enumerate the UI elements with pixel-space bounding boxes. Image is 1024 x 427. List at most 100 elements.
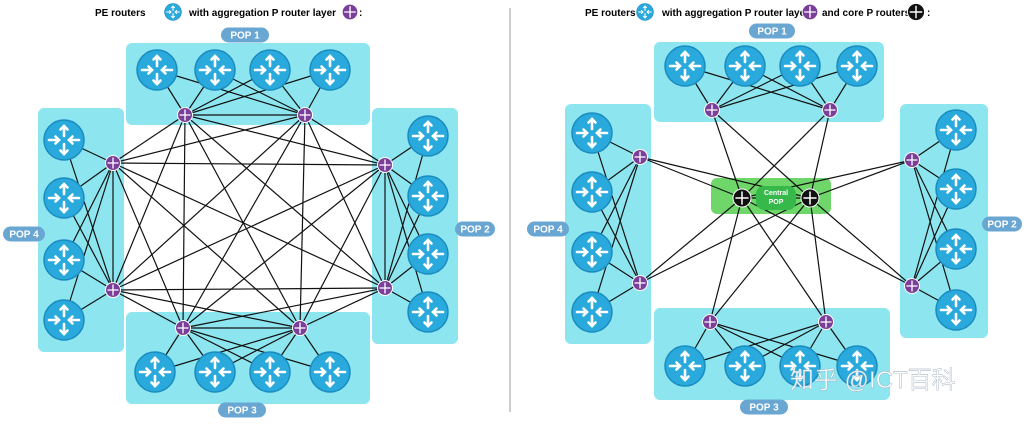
left-mesh-link bbox=[182, 287, 386, 329]
right-pop2-uplink bbox=[911, 159, 957, 311]
left-aggregation-p-router bbox=[174, 319, 192, 337]
right-pop1-label: POP 1 bbox=[749, 23, 795, 39]
right-pop4-label-text: POP 4 bbox=[533, 225, 563, 236]
left-mesh-link bbox=[304, 114, 386, 166]
right-pop1-pe-router bbox=[835, 44, 879, 88]
right-pop4-pe-router bbox=[570, 230, 614, 274]
left-mesh-link bbox=[299, 114, 306, 329]
left-pop1-pe-router bbox=[308, 48, 352, 92]
left-pop3-label-bg bbox=[218, 402, 266, 418]
central-pop-label-line2: POP bbox=[769, 199, 784, 206]
left-mesh-link bbox=[182, 114, 306, 329]
left-mesh-link bbox=[112, 114, 306, 164]
right-pop3-label-bg bbox=[740, 399, 788, 415]
left-pop2-label-text: POP 2 bbox=[460, 225, 490, 236]
right-legend-agg-text: with aggregation P router layer bbox=[661, 8, 809, 19]
right-core-link bbox=[809, 197, 827, 323]
right-pop3-pe-router bbox=[723, 344, 767, 388]
left-pop1-box bbox=[126, 43, 370, 125]
left-aggregation-p-router bbox=[296, 106, 314, 124]
right-aggregation-p-router bbox=[903, 151, 921, 169]
right-pop4-pe-router bbox=[570, 170, 614, 214]
right-pop1-pe-router bbox=[663, 44, 707, 88]
right-core-link bbox=[741, 197, 827, 323]
right-core-link bbox=[709, 197, 811, 323]
right-pop2-pe-router bbox=[934, 167, 978, 211]
right-pop2-pe-router bbox=[934, 227, 978, 271]
left-mesh-link bbox=[112, 162, 386, 289]
left-mesh-link bbox=[112, 289, 301, 329]
right-aggregation-p-router bbox=[631, 274, 649, 292]
right-pop3-pe-router bbox=[663, 344, 707, 388]
left-mesh-link bbox=[299, 164, 386, 329]
right-pop3-label-text: POP 3 bbox=[749, 403, 779, 414]
left-mesh-link bbox=[184, 114, 386, 289]
left-legend-pe-icon bbox=[164, 3, 182, 21]
right-aggregation-p-router bbox=[817, 313, 835, 331]
right-pop4-uplink bbox=[591, 156, 641, 313]
left-mesh-link bbox=[112, 114, 306, 291]
right-legend-p-router-icon bbox=[801, 3, 819, 21]
left-aggregation-p-router bbox=[291, 319, 309, 337]
right-core-link bbox=[741, 109, 831, 199]
right-core-link bbox=[809, 197, 913, 287]
left-legend-pe-text: PE routers bbox=[95, 8, 146, 19]
right-pop3-uplink bbox=[709, 321, 858, 367]
left-pop4-pe-router bbox=[42, 118, 86, 162]
left-mesh-link bbox=[112, 287, 386, 291]
left-mesh-link bbox=[112, 162, 184, 329]
central-core-p-router bbox=[732, 188, 752, 208]
left-pop2-uplink bbox=[384, 135, 429, 289]
left-pop2-pe-router bbox=[406, 290, 450, 334]
left-pop3-pe-router bbox=[193, 350, 237, 394]
left-mesh-link bbox=[112, 114, 186, 164]
left-pop1-pe-router bbox=[193, 48, 237, 92]
left-pop3-label: POP 3 bbox=[218, 402, 266, 418]
left-legend: PE routers with aggregation P router laye… bbox=[95, 3, 362, 21]
left-aggregation-p-router bbox=[104, 281, 122, 299]
right-pop2-label-text: POP 2 bbox=[987, 220, 1017, 231]
left-pop3-pe-router bbox=[133, 350, 177, 394]
left-pop4-label: POP 4 bbox=[3, 226, 45, 242]
right-pop2-label: POP 2 bbox=[982, 216, 1022, 232]
right-aggregation-p-router bbox=[701, 313, 719, 331]
left-aggregation-p-router bbox=[376, 279, 394, 297]
left-pop4-uplink bbox=[63, 139, 114, 291]
right-core-link bbox=[711, 109, 743, 199]
central-pop-label-line1: Central bbox=[764, 190, 788, 197]
left-pop1-pe-router bbox=[248, 48, 292, 92]
left-pop1-uplink bbox=[156, 69, 306, 116]
right-pop2-label-bg bbox=[982, 216, 1022, 232]
right-pop4-pe-router bbox=[570, 111, 614, 155]
left-mesh-link bbox=[112, 164, 386, 291]
left-pop2-pe-router bbox=[406, 114, 450, 158]
left-aggregation-p-router bbox=[104, 154, 122, 172]
left-legend-agg-text: with aggregation P router layer bbox=[188, 8, 336, 19]
left-pop2-uplink bbox=[384, 164, 429, 313]
left-mesh-link bbox=[182, 164, 386, 329]
left-mesh-link bbox=[304, 114, 386, 289]
right-pop1-uplink bbox=[711, 65, 858, 111]
right-pop3-box bbox=[654, 308, 890, 400]
left-mesh-link bbox=[112, 114, 186, 291]
watermark-text: 知乎 @ICT百科 bbox=[790, 367, 956, 394]
left-pop3-box bbox=[126, 312, 370, 404]
right-legend-core-text: and core P routers bbox=[822, 8, 911, 19]
right-pop1-uplink bbox=[684, 65, 831, 111]
right-aggregation-p-router bbox=[703, 101, 721, 119]
left-pop1-pe-router bbox=[135, 48, 179, 92]
left-pop4-pe-router bbox=[42, 238, 86, 282]
right-aggregation-p-router bbox=[631, 148, 649, 166]
left-pop3-pe-router bbox=[308, 350, 352, 394]
right-pop2-box bbox=[900, 104, 988, 338]
left-pop1-label: POP 1 bbox=[221, 27, 269, 43]
left-pop4-pe-router bbox=[42, 176, 86, 220]
left-mesh-link bbox=[184, 114, 301, 329]
central-core-p-router bbox=[800, 188, 820, 208]
left-pop2-pe-router bbox=[406, 232, 450, 276]
left-aggregation-p-router bbox=[376, 156, 394, 174]
left-pop1-label-bg bbox=[221, 27, 269, 43]
left-mesh-link bbox=[112, 289, 184, 329]
